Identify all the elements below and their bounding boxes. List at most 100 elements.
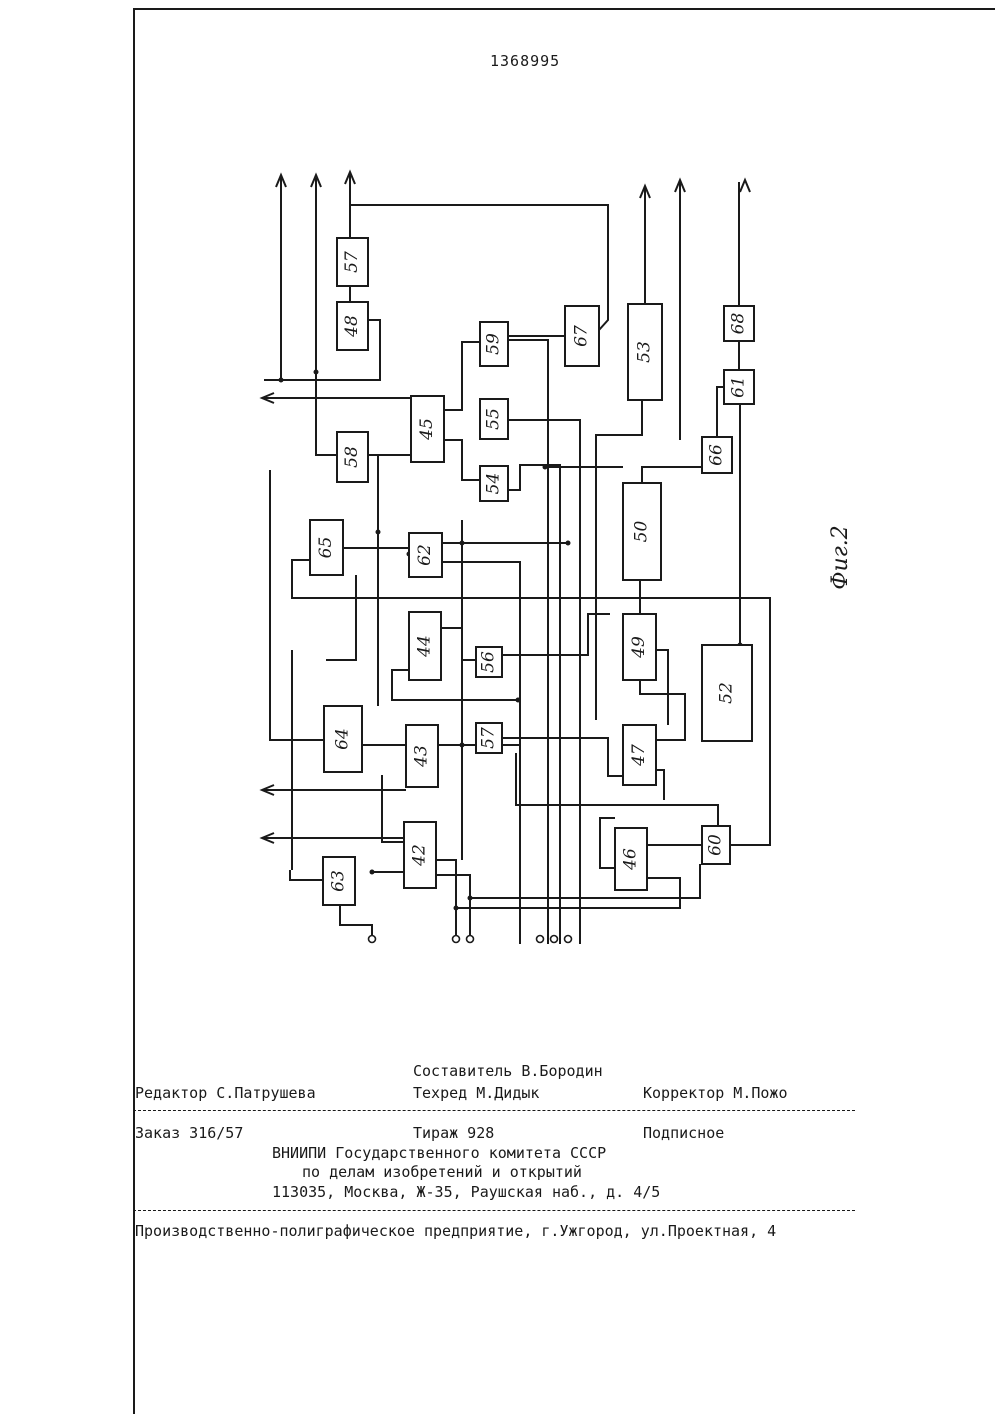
editor-line: Редактор С.Патрушева [135, 1084, 316, 1102]
divider-2 [133, 1210, 855, 1211]
wire [656, 650, 668, 725]
wire [340, 905, 372, 935]
wire [717, 387, 724, 437]
block-68: 68 [724, 306, 754, 341]
wire [600, 818, 615, 868]
block-label-68: 68 [729, 313, 749, 335]
block-62: 62 [409, 533, 442, 577]
org-line-1: ВНИИПИ Государственного комитета СССР [272, 1144, 606, 1162]
block-label-56: 56 [479, 651, 499, 673]
wire [502, 614, 610, 655]
block-label-42: 42 [410, 844, 430, 867]
wire [508, 465, 560, 944]
junction-dot [314, 370, 319, 375]
block-57: 57 [476, 723, 502, 753]
junction-dot [543, 465, 548, 470]
block-42: 42 [404, 822, 436, 888]
block-50: 50 [623, 483, 661, 580]
junction-dot [516, 698, 521, 703]
junction-dot [566, 541, 571, 546]
wire [270, 470, 324, 740]
block-label-62: 62 [415, 544, 435, 566]
figure-label: Фиг.2 [828, 525, 853, 590]
input-terminal [467, 936, 474, 943]
block-48: 48 [337, 302, 368, 350]
junction-dot [370, 870, 375, 875]
divider-1 [133, 1110, 855, 1111]
input-terminal [565, 936, 572, 943]
wire [656, 770, 664, 800]
order-line: Заказ 316/57 [135, 1124, 243, 1142]
subscription-line: Подписное [643, 1124, 724, 1142]
block-46: 46 [615, 828, 647, 890]
block-label-43: 43 [412, 745, 432, 768]
techred-line: Техред М.Дидык [413, 1084, 539, 1102]
block-label-48: 48 [342, 315, 362, 338]
block-59: 59 [480, 322, 508, 366]
org-line-3: 113035, Москва, Ж-35, Раушская наб., д. … [272, 1183, 660, 1201]
input-terminal [453, 936, 460, 943]
wire [436, 860, 456, 935]
junction-dot [454, 906, 459, 911]
block-65: 65 [310, 520, 343, 575]
wire [508, 420, 580, 944]
block-label-54: 54 [484, 473, 504, 495]
block-label-60: 60 [706, 834, 726, 856]
block-60: 60 [702, 826, 730, 864]
block-label-50: 50 [632, 521, 652, 543]
block-label-66: 66 [707, 444, 727, 466]
block-label-49: 49 [629, 636, 649, 659]
block-label-63: 63 [329, 870, 349, 892]
wire [436, 875, 470, 935]
junction-dot [279, 378, 284, 383]
wire [382, 775, 404, 842]
block-label-65: 65 [316, 537, 336, 559]
block-67: 67 [565, 306, 599, 366]
block-49: 49 [623, 614, 656, 680]
block-61: 61 [724, 370, 754, 404]
compiler-line: Составитель В.Бородин [413, 1062, 603, 1080]
block-43: 43 [406, 725, 438, 787]
wire [444, 440, 480, 480]
wire [516, 753, 718, 826]
block-45: 45 [411, 396, 444, 462]
wire [326, 575, 356, 660]
block-44: 44 [409, 612, 441, 680]
block-label-47: 47 [629, 744, 649, 767]
block-55: 55 [480, 399, 508, 439]
block-label-57: 57 [342, 251, 362, 273]
block-66: 66 [702, 437, 732, 473]
block-58: 58 [337, 432, 368, 482]
input-terminal [551, 936, 558, 943]
block-label-61: 61 [729, 376, 749, 398]
block-label-53: 53 [635, 341, 655, 363]
block-label-59: 59 [484, 333, 504, 355]
input-terminal [537, 936, 544, 943]
org-line-2: по делам изобретений и открытий [302, 1163, 582, 1181]
block-label-52: 52 [717, 682, 737, 704]
wire [316, 372, 337, 455]
input-terminal [369, 936, 376, 943]
wire [290, 870, 323, 880]
block-53: 53 [628, 304, 662, 400]
corrector-line: Корректор М.Пожо [643, 1084, 788, 1102]
block-label-57: 57 [479, 727, 499, 749]
wire [508, 340, 548, 944]
block-47: 47 [623, 725, 656, 785]
printer-line: Производственно-полиграфическое предприя… [135, 1222, 776, 1240]
block-label-67: 67 [572, 325, 592, 347]
circulation-line: Тираж 928 [413, 1124, 494, 1142]
block-52: 52 [702, 645, 752, 741]
wire [292, 560, 770, 845]
junction-dot [376, 530, 381, 535]
junction-dot [460, 541, 465, 546]
block-label-45: 45 [417, 418, 437, 441]
block-label-46: 46 [621, 848, 641, 871]
block-64: 64 [324, 706, 362, 772]
junction-dot [460, 743, 465, 748]
junction-dot [468, 896, 473, 901]
block-label-58: 58 [342, 446, 362, 468]
block-label-44: 44 [415, 635, 435, 658]
block-56: 56 [476, 647, 502, 677]
